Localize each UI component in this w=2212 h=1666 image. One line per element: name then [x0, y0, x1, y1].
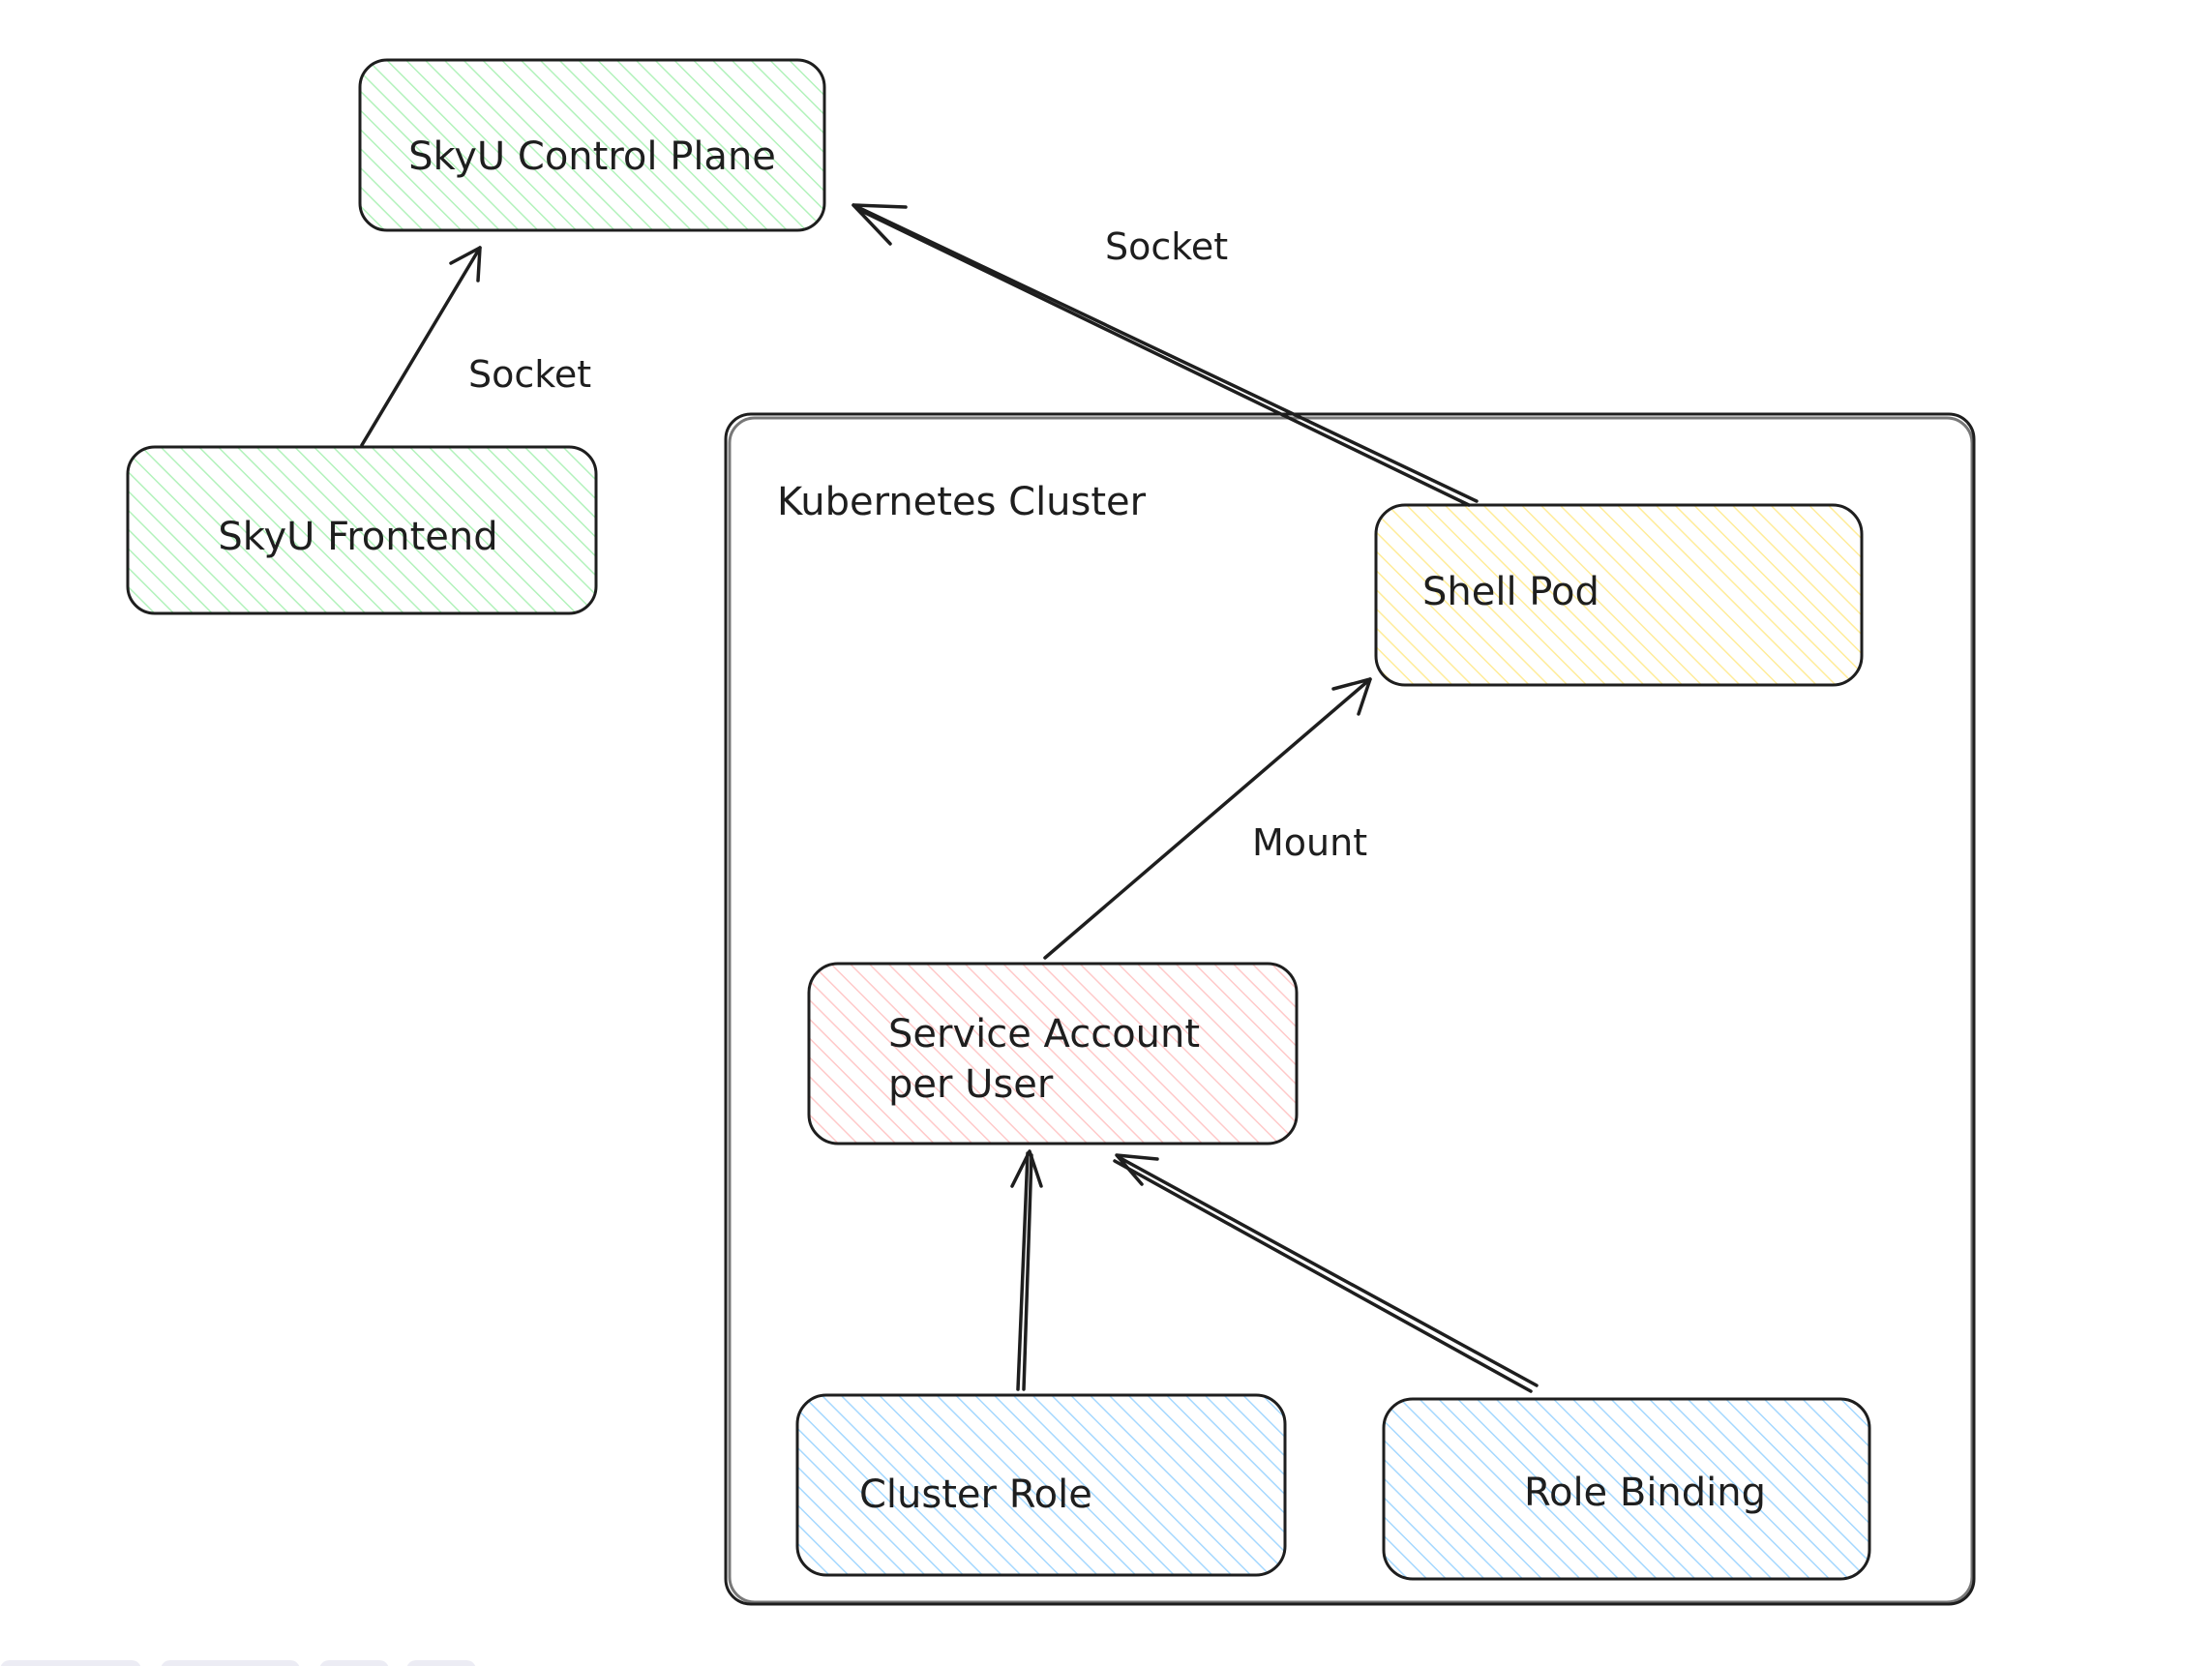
bottom-toolbar: [0, 1660, 476, 1666]
shell-pod-label: Shell Pod: [1422, 570, 1599, 614]
cluster-label: Kubernetes Cluster: [777, 480, 1147, 524]
node-service-account[interactable]: Service Account per User: [807, 962, 1299, 1145]
edge-service-account-to-shell-pod[interactable]: Mount: [1043, 677, 1372, 960]
node-role-binding[interactable]: Role Binding: [1382, 1397, 1871, 1581]
edge-cluster-role-to-service-account[interactable]: [1010, 1149, 1043, 1391]
toolbar-chip[interactable]: [161, 1660, 300, 1666]
node-cluster-role[interactable]: Cluster Role: [795, 1393, 1287, 1577]
frontend-label: SkyU Frontend: [218, 515, 497, 559]
toolbar-chip[interactable]: [0, 1660, 141, 1666]
control-plane-label: SkyU Control Plane: [408, 134, 776, 179]
edge-label-shellpod-socket: Socket: [1105, 225, 1228, 268]
node-shell-pod[interactable]: Shell Pod: [1374, 503, 1864, 687]
edge-frontend-to-control-plane[interactable]: Socket: [360, 246, 591, 447]
edge-label-mount: Mount: [1252, 821, 1367, 864]
edge-role-binding-to-service-account[interactable]: [1113, 1153, 1539, 1393]
service-account-label-line1: Service Account: [888, 1012, 1200, 1056]
node-frontend[interactable]: SkyU Frontend: [126, 445, 598, 615]
role-binding-label: Role Binding: [1524, 1471, 1766, 1515]
edge-shellpod-to-control-plane[interactable]: Socket: [852, 203, 1479, 507]
kubernetes-cluster-container[interactable]: Kubernetes Cluster: [724, 412, 1976, 1606]
toolbar-chip[interactable]: [406, 1660, 476, 1666]
service-account-label-line2: per User: [888, 1062, 1054, 1107]
node-control-plane[interactable]: SkyU Control Plane: [358, 58, 826, 232]
cluster-role-label: Cluster Role: [859, 1473, 1092, 1517]
edge-label-frontend-socket: Socket: [468, 353, 591, 396]
toolbar-chip[interactable]: [319, 1660, 389, 1666]
